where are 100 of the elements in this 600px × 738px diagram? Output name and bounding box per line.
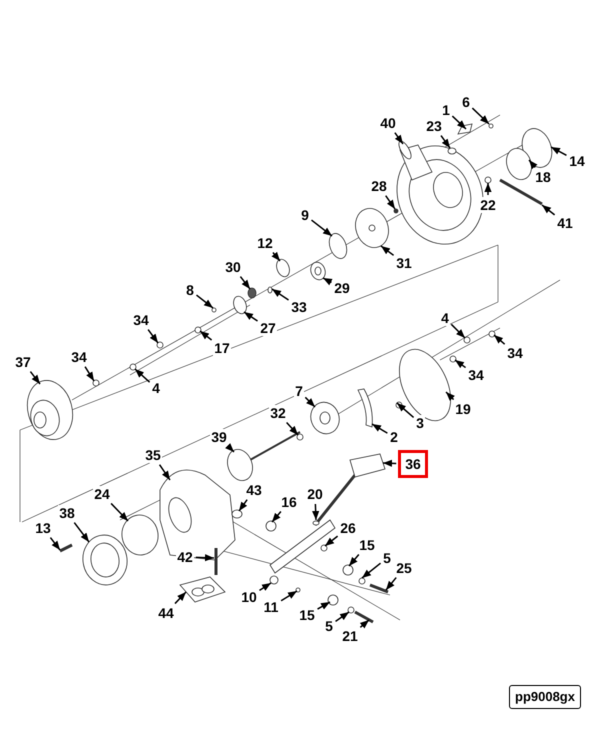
leader-line: [174, 591, 187, 604]
leader-line: [134, 368, 150, 383]
leader-line: [50, 537, 61, 550]
gasket: [122, 514, 158, 556]
leader-line: [271, 511, 282, 522]
callout-number: 22: [479, 197, 497, 213]
washer: [348, 606, 354, 614]
leader-line: [259, 582, 272, 591]
leader-line: [450, 324, 466, 339]
leader-line: [360, 619, 370, 629]
outlet-flange: [82, 534, 128, 586]
leader-line: [158, 464, 171, 480]
gasket: [179, 576, 226, 602]
bushing: [342, 564, 354, 576]
callout-number: 24: [93, 486, 111, 502]
turbine-wheel: [227, 431, 300, 481]
callout-number: 17: [213, 340, 231, 356]
insert: [310, 262, 326, 280]
leader-line: [372, 423, 388, 434]
callout-number: 39: [210, 429, 228, 445]
callout-number: 1: [441, 102, 451, 118]
o-ring: [268, 286, 272, 294]
thrust-collar: [248, 288, 256, 298]
pin: [270, 576, 278, 584]
compressor-wheel: [355, 208, 389, 248]
leader-line: [271, 252, 281, 262]
leader-line: [304, 396, 316, 408]
drawing-number: pp9008gx: [509, 685, 581, 709]
callout-number: 42: [176, 549, 194, 565]
leader-line: [452, 115, 467, 130]
nut: [130, 364, 136, 370]
screw: [396, 402, 402, 408]
piston-ring: [296, 434, 304, 440]
callout-number: 31: [395, 255, 413, 271]
washer: [194, 326, 202, 334]
callout-number: 10: [240, 589, 258, 605]
callout-number: 25: [395, 560, 413, 576]
callout-number: 20: [306, 486, 324, 502]
seal-ring: [506, 148, 532, 180]
callout-number: 5: [324, 618, 334, 634]
callout-number: 14: [568, 153, 586, 169]
leader-line: [394, 132, 404, 144]
leader-line: [396, 402, 414, 418]
callout-number: 28: [370, 178, 388, 194]
callout-number: 23: [425, 118, 443, 134]
callout-number: 2: [389, 429, 399, 445]
nut: [320, 544, 328, 552]
callout-number: 13: [34, 520, 52, 536]
leader-line: [240, 276, 251, 290]
callout-number: 11: [262, 599, 280, 615]
leader-line: [348, 554, 360, 566]
washer: [358, 578, 366, 584]
snap-ring: [522, 128, 552, 168]
leader-line: [362, 562, 381, 579]
callout-number: 36: [398, 450, 428, 478]
leader-line: [200, 330, 212, 341]
callout-number: 8: [185, 282, 195, 298]
callout-number: 35: [144, 447, 162, 463]
bushing: [232, 510, 242, 518]
callout-number: 21: [341, 628, 359, 644]
leader-line: [74, 522, 90, 542]
callout-number: 7: [294, 383, 304, 399]
callout-number: 32: [269, 405, 287, 421]
callout-number: 37: [14, 354, 32, 370]
leader-line: [148, 329, 159, 344]
leader-line: [272, 288, 289, 301]
callout-number: 40: [379, 115, 397, 131]
o-ring: [450, 356, 456, 362]
leader-line: [494, 334, 506, 345]
plate: [457, 123, 473, 135]
thrust-bearing: [233, 296, 247, 314]
clip: [296, 588, 300, 592]
callout-number: 34: [506, 345, 524, 361]
callout-number: 3: [415, 415, 425, 431]
leader-line: [385, 195, 396, 210]
leader-line: [280, 590, 298, 602]
leader-line: [484, 183, 492, 195]
lock-plate: [358, 388, 373, 428]
callout-number: 33: [290, 299, 308, 315]
nut: [464, 336, 470, 344]
snap-ring: [328, 233, 348, 259]
callout-number: 34: [70, 349, 88, 365]
callout-number: 18: [534, 169, 552, 185]
callout-number: 44: [157, 605, 175, 621]
pin: [212, 308, 216, 312]
pin: [488, 124, 494, 128]
leader-line: [225, 443, 235, 453]
leader-line: [445, 391, 455, 401]
callout-number: 43: [245, 482, 263, 498]
leader-line: [335, 611, 350, 622]
leader-line: [110, 502, 129, 522]
callout-number: 41: [556, 215, 574, 231]
callout-number: 26: [339, 520, 357, 536]
o-ring: [276, 258, 290, 278]
callout-number: 34: [467, 367, 485, 383]
leader-line: [30, 371, 41, 384]
callout-number: 34: [132, 312, 150, 328]
leader-line: [382, 460, 396, 467]
leader-line: [84, 366, 95, 382]
leader-line: [196, 294, 214, 309]
